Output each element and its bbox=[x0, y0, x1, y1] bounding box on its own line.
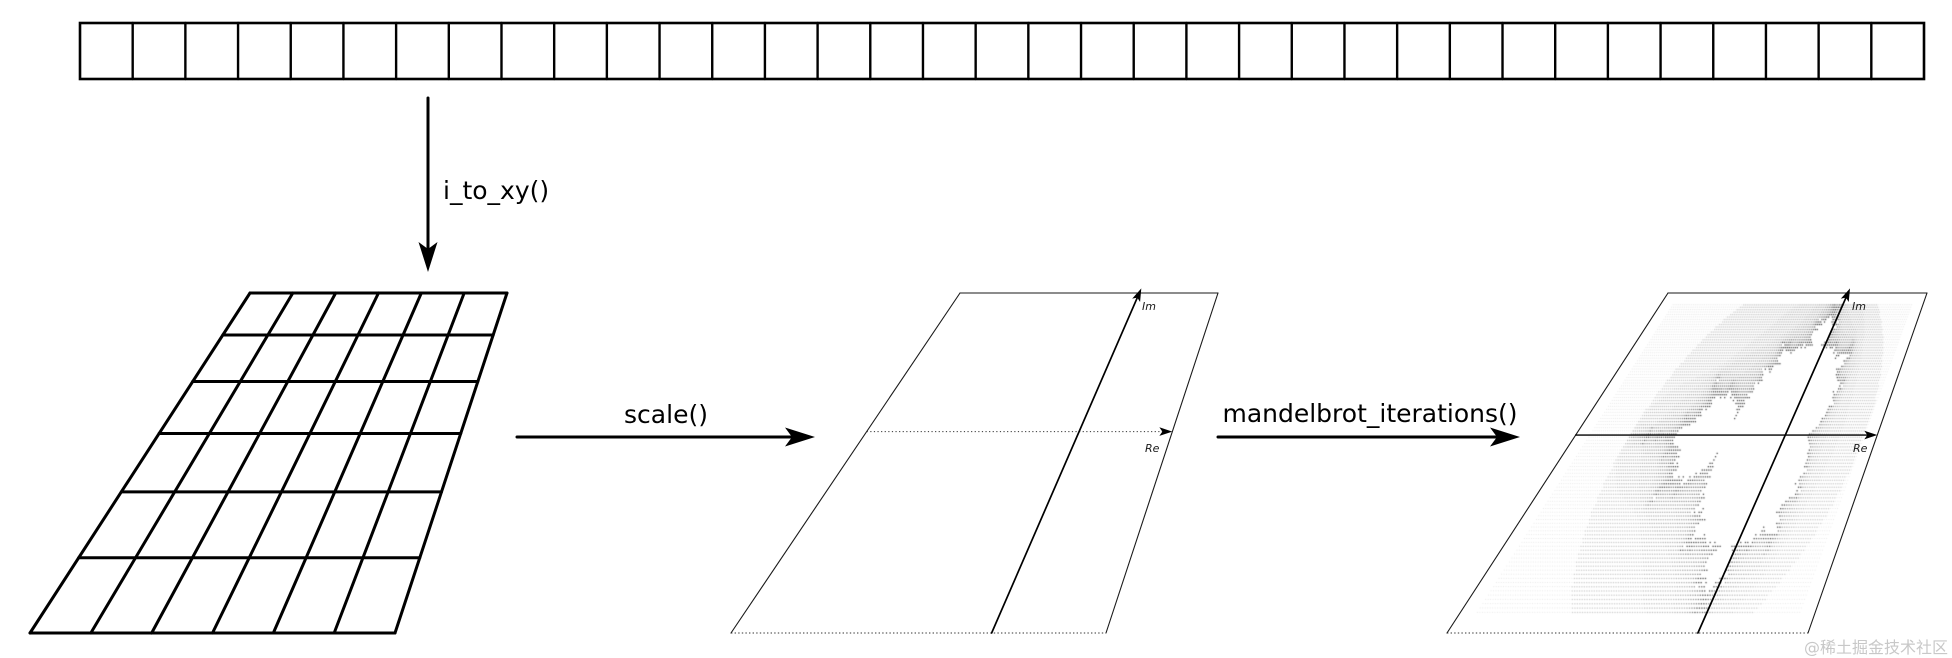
index-array bbox=[78, 21, 1926, 81]
i-to-xy-label: i_to_xy() bbox=[443, 176, 549, 205]
pixel-xy-grid bbox=[28, 291, 509, 635]
mandelbrot-iterations-label: mandelbrot_iterations() bbox=[1222, 399, 1517, 428]
mandelbrot-plane-im-axis-label: Im bbox=[1852, 300, 1866, 313]
arrow-head bbox=[1490, 427, 1520, 447]
plane-left-edge bbox=[730, 292, 961, 634]
complex-plane bbox=[730, 288, 1219, 634]
mandelbrot-iterations-arrow bbox=[1216, 427, 1520, 447]
re-axis-arrow-head bbox=[1159, 427, 1173, 436]
grid-line bbox=[271, 291, 423, 635]
complex-plane-im-axis-label: Im bbox=[1142, 300, 1156, 313]
grid-line bbox=[393, 291, 509, 635]
arrow-head bbox=[418, 242, 438, 272]
re-axis-arrow-head bbox=[1864, 430, 1878, 440]
grid-line bbox=[28, 291, 252, 635]
scale-arrow bbox=[515, 427, 815, 447]
complex-plane-re-axis-label: Re bbox=[1145, 442, 1160, 455]
array-border bbox=[78, 21, 1926, 81]
im-axis bbox=[990, 295, 1139, 634]
i-to-xy-arrow bbox=[418, 96, 438, 272]
mandelbrot-plane bbox=[1446, 288, 1928, 634]
im-axis-arrow-head bbox=[1132, 288, 1142, 303]
grid-line bbox=[150, 291, 338, 635]
plane-right-edge bbox=[1807, 292, 1928, 634]
mandelbrot-plane-re-axis-label: Re bbox=[1853, 442, 1868, 455]
plane-right-edge bbox=[1105, 292, 1219, 634]
grid-line bbox=[332, 291, 466, 635]
arrow-head bbox=[785, 427, 815, 447]
grid-line bbox=[211, 291, 380, 635]
plane-left-edge bbox=[1446, 292, 1669, 634]
scale-label: scale() bbox=[624, 400, 708, 429]
watermark: @稀土掘金技术社区 bbox=[1803, 638, 1948, 657]
im-axis bbox=[1697, 295, 1848, 634]
im-axis-arrow-head bbox=[1840, 288, 1851, 303]
grid-line bbox=[89, 291, 295, 635]
